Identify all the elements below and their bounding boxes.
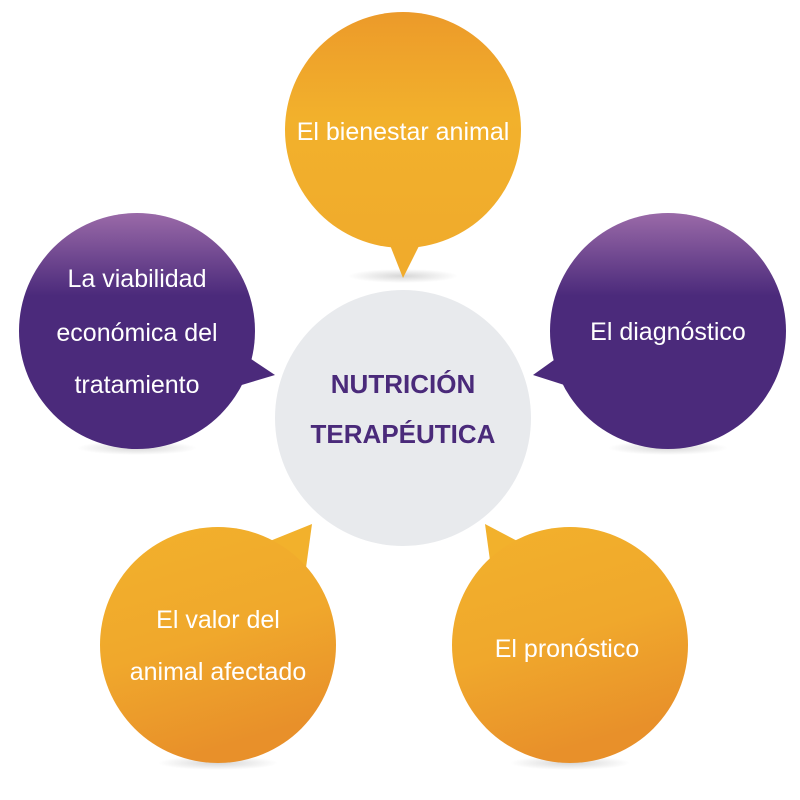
center-title-line2: TERAPÉUTICA	[311, 419, 496, 449]
bubble-label: tratamiento	[74, 371, 199, 399]
bubble-label: El pronóstico	[495, 635, 640, 663]
bubble-label: económica del	[56, 319, 217, 347]
bubble-label: El valor del	[156, 606, 280, 634]
bubble-bienestar: El bienestar animal	[285, 12, 521, 278]
bubble-diagnostico: El diagnóstico	[533, 213, 786, 449]
bubble-label: El bienestar animal	[297, 118, 510, 146]
center-circle: NUTRICIÓN TERAPÉUTICA	[275, 290, 531, 546]
bubble-label: animal afectado	[130, 658, 307, 686]
bubble-pronostico: El pronóstico	[452, 524, 688, 763]
bubble-label: El diagnóstico	[590, 318, 746, 346]
bubble-label: La viabilidad	[68, 265, 207, 293]
bubble-valor: El valor del animal afectado	[100, 524, 336, 763]
center-title-line1: NUTRICIÓN	[331, 369, 475, 399]
bubble-viabilidad: La viabilidad económica del tratamiento	[19, 213, 275, 449]
